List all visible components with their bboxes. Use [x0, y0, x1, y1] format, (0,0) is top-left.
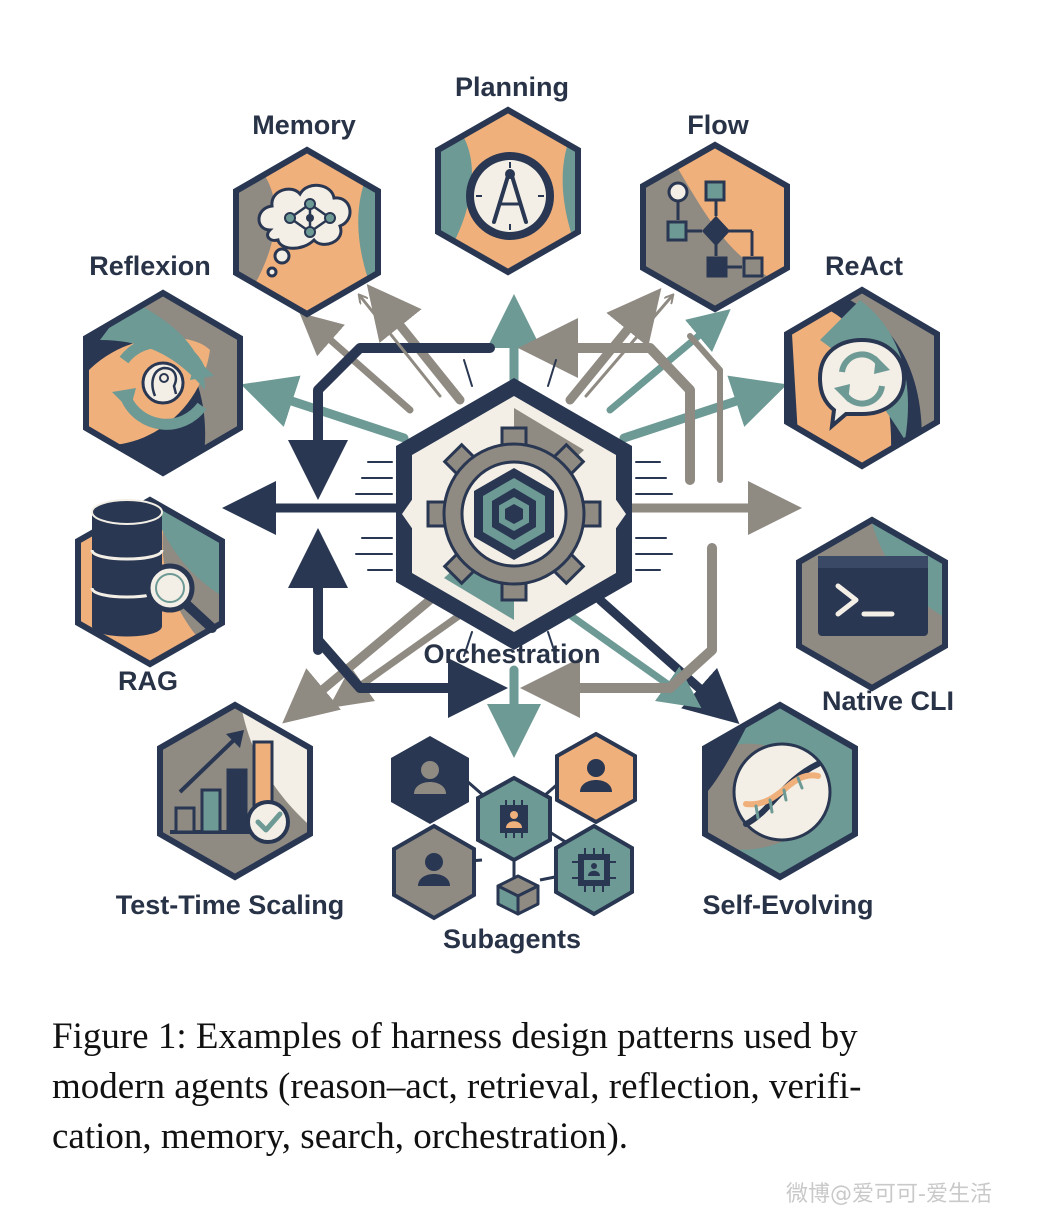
- react-node: [784, 286, 940, 470]
- label-self-evolving: Self-Evolving: [702, 890, 873, 920]
- terminal-icon: [818, 556, 928, 636]
- label-rag: RAG: [118, 666, 178, 696]
- label-test-time-scaling: Test-Time Scaling: [116, 890, 345, 920]
- label-react: ReAct: [825, 251, 903, 281]
- label-orchestration: Orchestration: [423, 639, 600, 669]
- compass-icon: [466, 152, 554, 240]
- cube-icon: [496, 874, 540, 916]
- arrow-to-react: [619, 375, 788, 443]
- subagent-person-icon: [392, 823, 476, 921]
- native-cli-node: [796, 516, 948, 692]
- thought-cloud-icon: [257, 183, 352, 278]
- database-search-icon: [90, 499, 217, 637]
- elbow-arrow-bottom-left-2: [313, 635, 508, 718]
- label-flow: Flow: [687, 110, 749, 140]
- outline-arrow-1: [360, 296, 442, 398]
- subagents-cluster: [391, 731, 637, 921]
- label-memory: Memory: [252, 110, 356, 140]
- label-planning: Planning: [455, 72, 569, 102]
- flowchart-icon: [666, 180, 764, 278]
- chat-cycle-icon: [817, 337, 907, 431]
- memory-node: [233, 146, 381, 318]
- dna-icon: [743, 761, 821, 827]
- connector-arrows: [222, 283, 802, 758]
- caption-line-1: Figure 1: Examples of harness design pat…: [52, 1016, 858, 1057]
- refresh-head-icon: [112, 336, 214, 430]
- subagent-person-icon: [391, 736, 469, 824]
- elbow-arrow-bottom-right: [520, 543, 717, 718]
- caption-line-2: modern agents (reason–act, retrieval, re…: [52, 1066, 862, 1107]
- label-native-cli: Native CLI: [822, 686, 954, 716]
- subagent-person-icon: [555, 731, 637, 825]
- watermark: 微博@爱可可-爱生活: [786, 1182, 992, 1207]
- subagent-chip-icon: [554, 823, 634, 917]
- elbow-arrow-top-right: [518, 318, 695, 485]
- rag-node: [75, 496, 225, 668]
- orchestration-hub: [396, 378, 632, 650]
- outline-arrow-2: [584, 296, 672, 398]
- elbow-arrow-top-right-2: [687, 333, 723, 483]
- caption-line-3: cation, memory, search, orchestration).: [52, 1116, 629, 1157]
- figure-caption: Figure 1: Examples of harness design pat…: [52, 1012, 992, 1162]
- arrow-to-reflexion: [240, 375, 409, 443]
- reflexion-node: [83, 289, 243, 477]
- gear-icon: [426, 426, 602, 602]
- center-radiating-lines: [355, 359, 673, 657]
- label-reflexion: Reflexion: [89, 251, 211, 281]
- subagent-chip-icon: [476, 775, 552, 863]
- arrow-to-memory-2: [299, 312, 414, 414]
- label-subagents: Subagents: [443, 924, 581, 954]
- arrow-to-tts: [282, 595, 435, 724]
- planning-node: [435, 106, 581, 276]
- flow-node: [640, 141, 790, 313]
- arrow-to-self: [595, 595, 740, 724]
- bar-chart-check-icon: [170, 730, 290, 844]
- elbow-arrow-top-left: [288, 343, 495, 500]
- self-evolving-node: [702, 701, 858, 881]
- test-time-scaling-node: [157, 701, 313, 881]
